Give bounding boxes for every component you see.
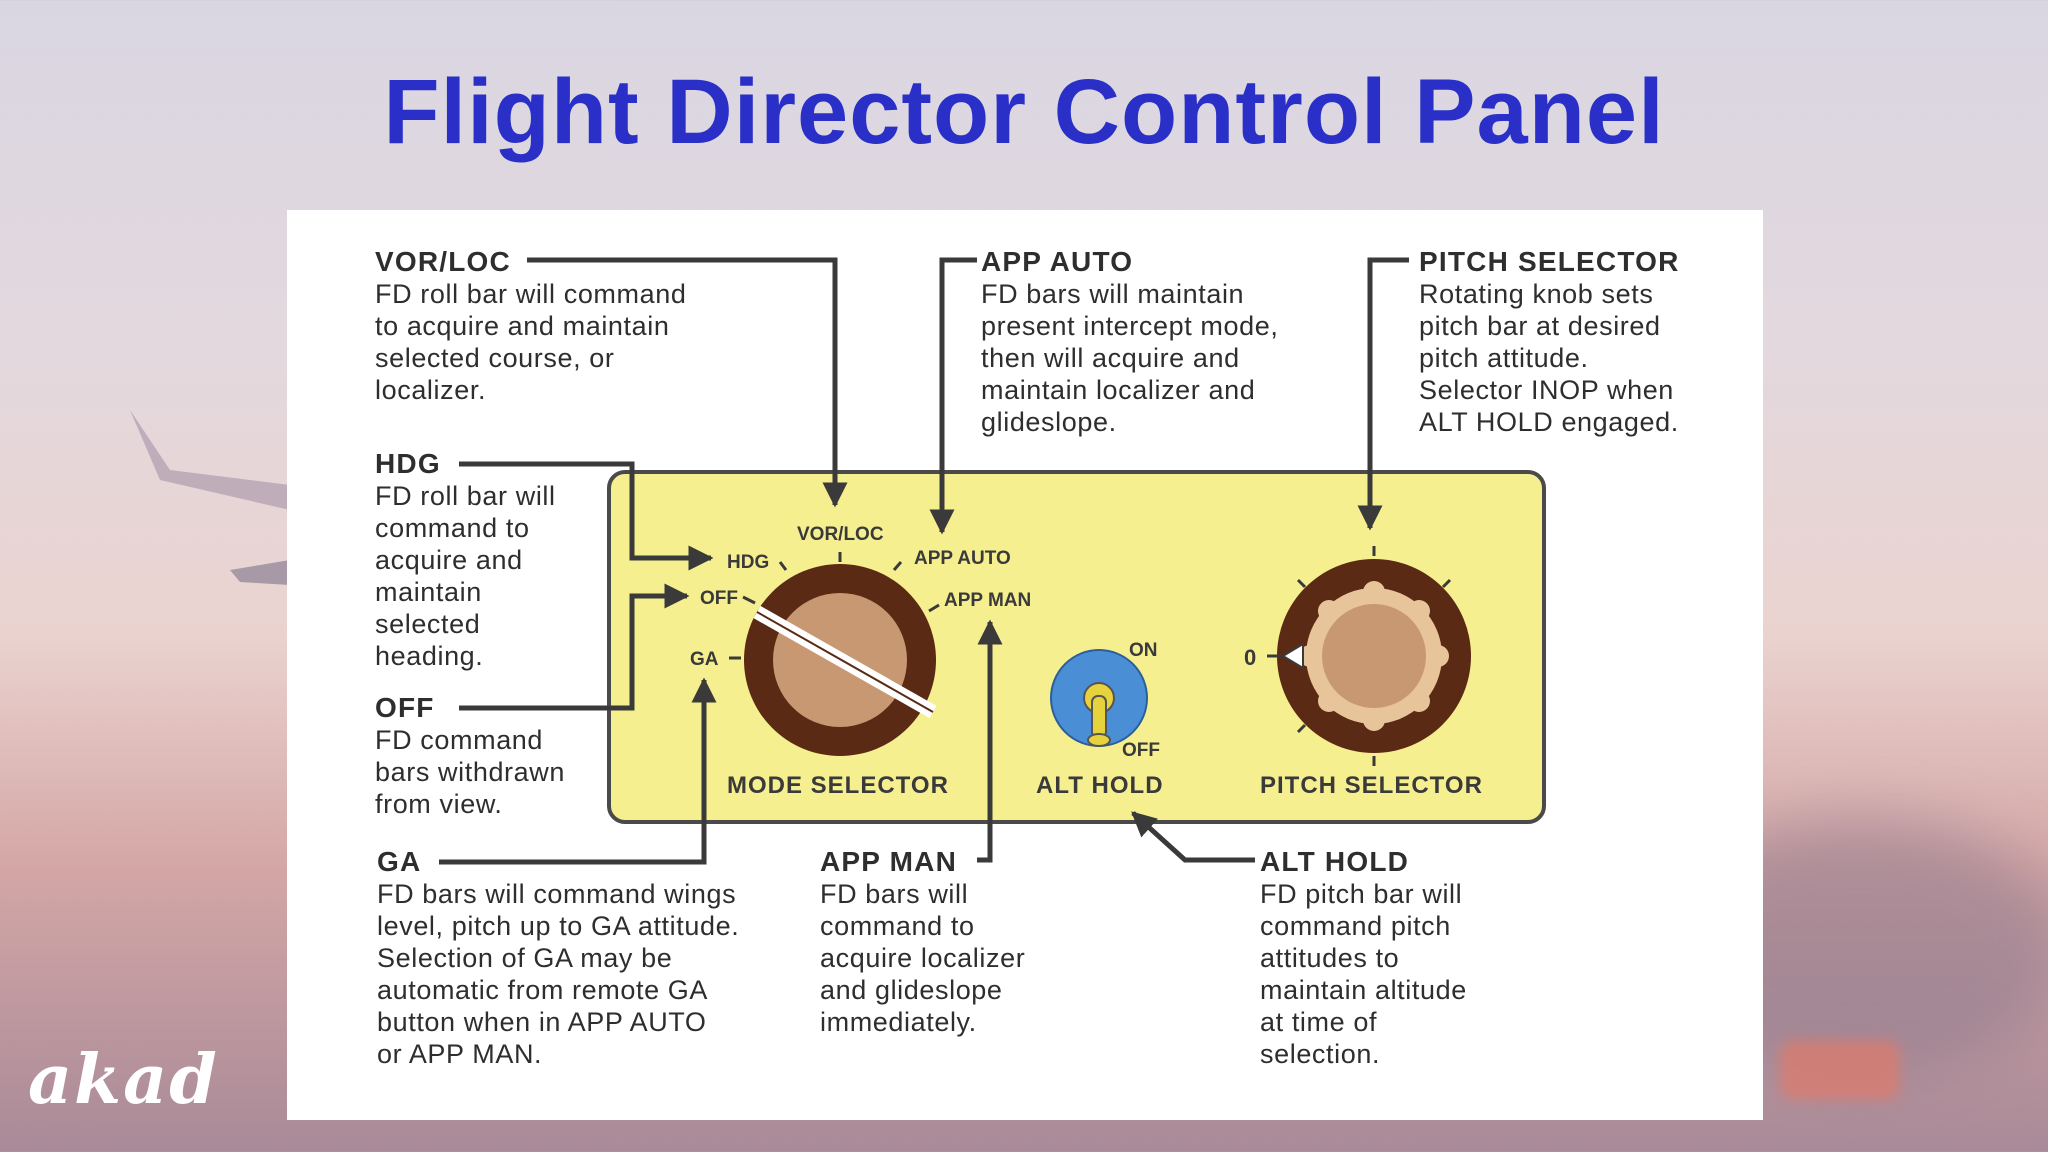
callout-heading: APP MAN xyxy=(820,846,958,877)
background-cloud xyxy=(1780,1040,1900,1100)
callout-body: FD bars will command to acquire localize… xyxy=(820,879,1026,1037)
callout-body: FD roll bar will command to acquire and … xyxy=(375,279,687,405)
mode-position-off: OFF xyxy=(700,588,738,609)
hdg-leader xyxy=(459,461,714,571)
callout-heading: PITCH SELECTOR xyxy=(1419,246,1680,277)
callout-body: Rotating knob sets pitch bar at desired … xyxy=(1419,279,1679,437)
app-man-leader xyxy=(977,619,1003,863)
callout-heading: ALT HOLD xyxy=(1260,846,1410,877)
pitch-selector-knob[interactable] xyxy=(1277,559,1471,753)
mode-position-vor-loc: VOR/LOC xyxy=(797,524,884,545)
pitch-selector-label: PITCH SELECTOR xyxy=(1260,772,1483,799)
callout-vor-loc: VOR/LOC FD roll bar will command to acqu… xyxy=(375,246,686,406)
callout-body: FD command bars withdrawn from view. xyxy=(375,725,565,819)
callout-heading: VOR/LOC xyxy=(375,246,511,277)
vor-loc-leader xyxy=(527,257,848,508)
callout-hdg: HDG FD roll bar will command to acquire … xyxy=(375,448,556,672)
ga-leader xyxy=(439,677,717,865)
callout-body: FD bars will command wings level, pitch … xyxy=(377,879,740,1069)
leader-lines xyxy=(439,257,1409,865)
callout-body: FD pitch bar will command pitch attitude… xyxy=(1260,879,1467,1069)
airplane-wing-image xyxy=(130,410,300,585)
mode-position-ga: GA xyxy=(690,649,719,670)
callout-app-man: APP MAN FD bars will command to acquire … xyxy=(820,846,1025,1038)
off-leader xyxy=(459,583,690,711)
callout-body: FD bars will maintain present intercept … xyxy=(981,279,1279,437)
pitch-selector-ticks xyxy=(1267,546,1452,766)
callout-heading: APP AUTO xyxy=(981,246,1134,277)
control-panel-illustration: VOR/LOC HDG APP AUTO OFF APP MAN GA ON O… xyxy=(439,257,1546,865)
slide-title: Flight Director Control Panel xyxy=(383,61,1665,163)
diagram-card: VOR/LOC HDG APP AUTO OFF APP MAN GA ON O… xyxy=(287,210,1763,1120)
callout-heading: OFF xyxy=(375,692,435,723)
callout-heading: GA xyxy=(377,846,422,877)
mode-position-hdg: HDG xyxy=(727,552,769,573)
callout-ga: GA FD bars will command wings level, pit… xyxy=(377,846,739,1070)
alt-hold-toggle-switch[interactable] xyxy=(1050,649,1148,747)
mode-selector-knob[interactable] xyxy=(744,564,937,756)
alt-hold-label: ALT HOLD xyxy=(1036,772,1164,799)
brand-watermark: akad xyxy=(28,1040,219,1120)
mode-selector-label: MODE SELECTOR xyxy=(727,772,949,799)
alt-hold-on-label: ON xyxy=(1129,640,1158,661)
callout-heading: HDG xyxy=(375,448,441,479)
callout-pitch-selector: PITCH SELECTOR Rotating knob sets pitch … xyxy=(1419,246,1680,438)
callout-off: OFF FD command bars withdrawn from view. xyxy=(375,692,565,820)
alt-hold-off-label: OFF xyxy=(1122,740,1160,761)
app-auto-leader xyxy=(929,257,977,535)
pitch-selector-leader xyxy=(1357,257,1409,531)
pitch-zero-mark: 0 xyxy=(1244,645,1256,670)
mode-selector-ticks xyxy=(729,552,940,660)
callout-body: FD roll bar will command to acquire and … xyxy=(375,481,556,671)
mode-position-app-man: APP MAN xyxy=(944,590,1031,611)
mode-position-app-auto: APP AUTO xyxy=(914,548,1011,569)
callout-alt-hold: ALT HOLD FD pitch bar will command pitch… xyxy=(1260,846,1467,1070)
callout-app-auto: APP AUTO FD bars will maintain present i… xyxy=(981,246,1278,438)
alt-hold-leader xyxy=(1131,811,1255,863)
